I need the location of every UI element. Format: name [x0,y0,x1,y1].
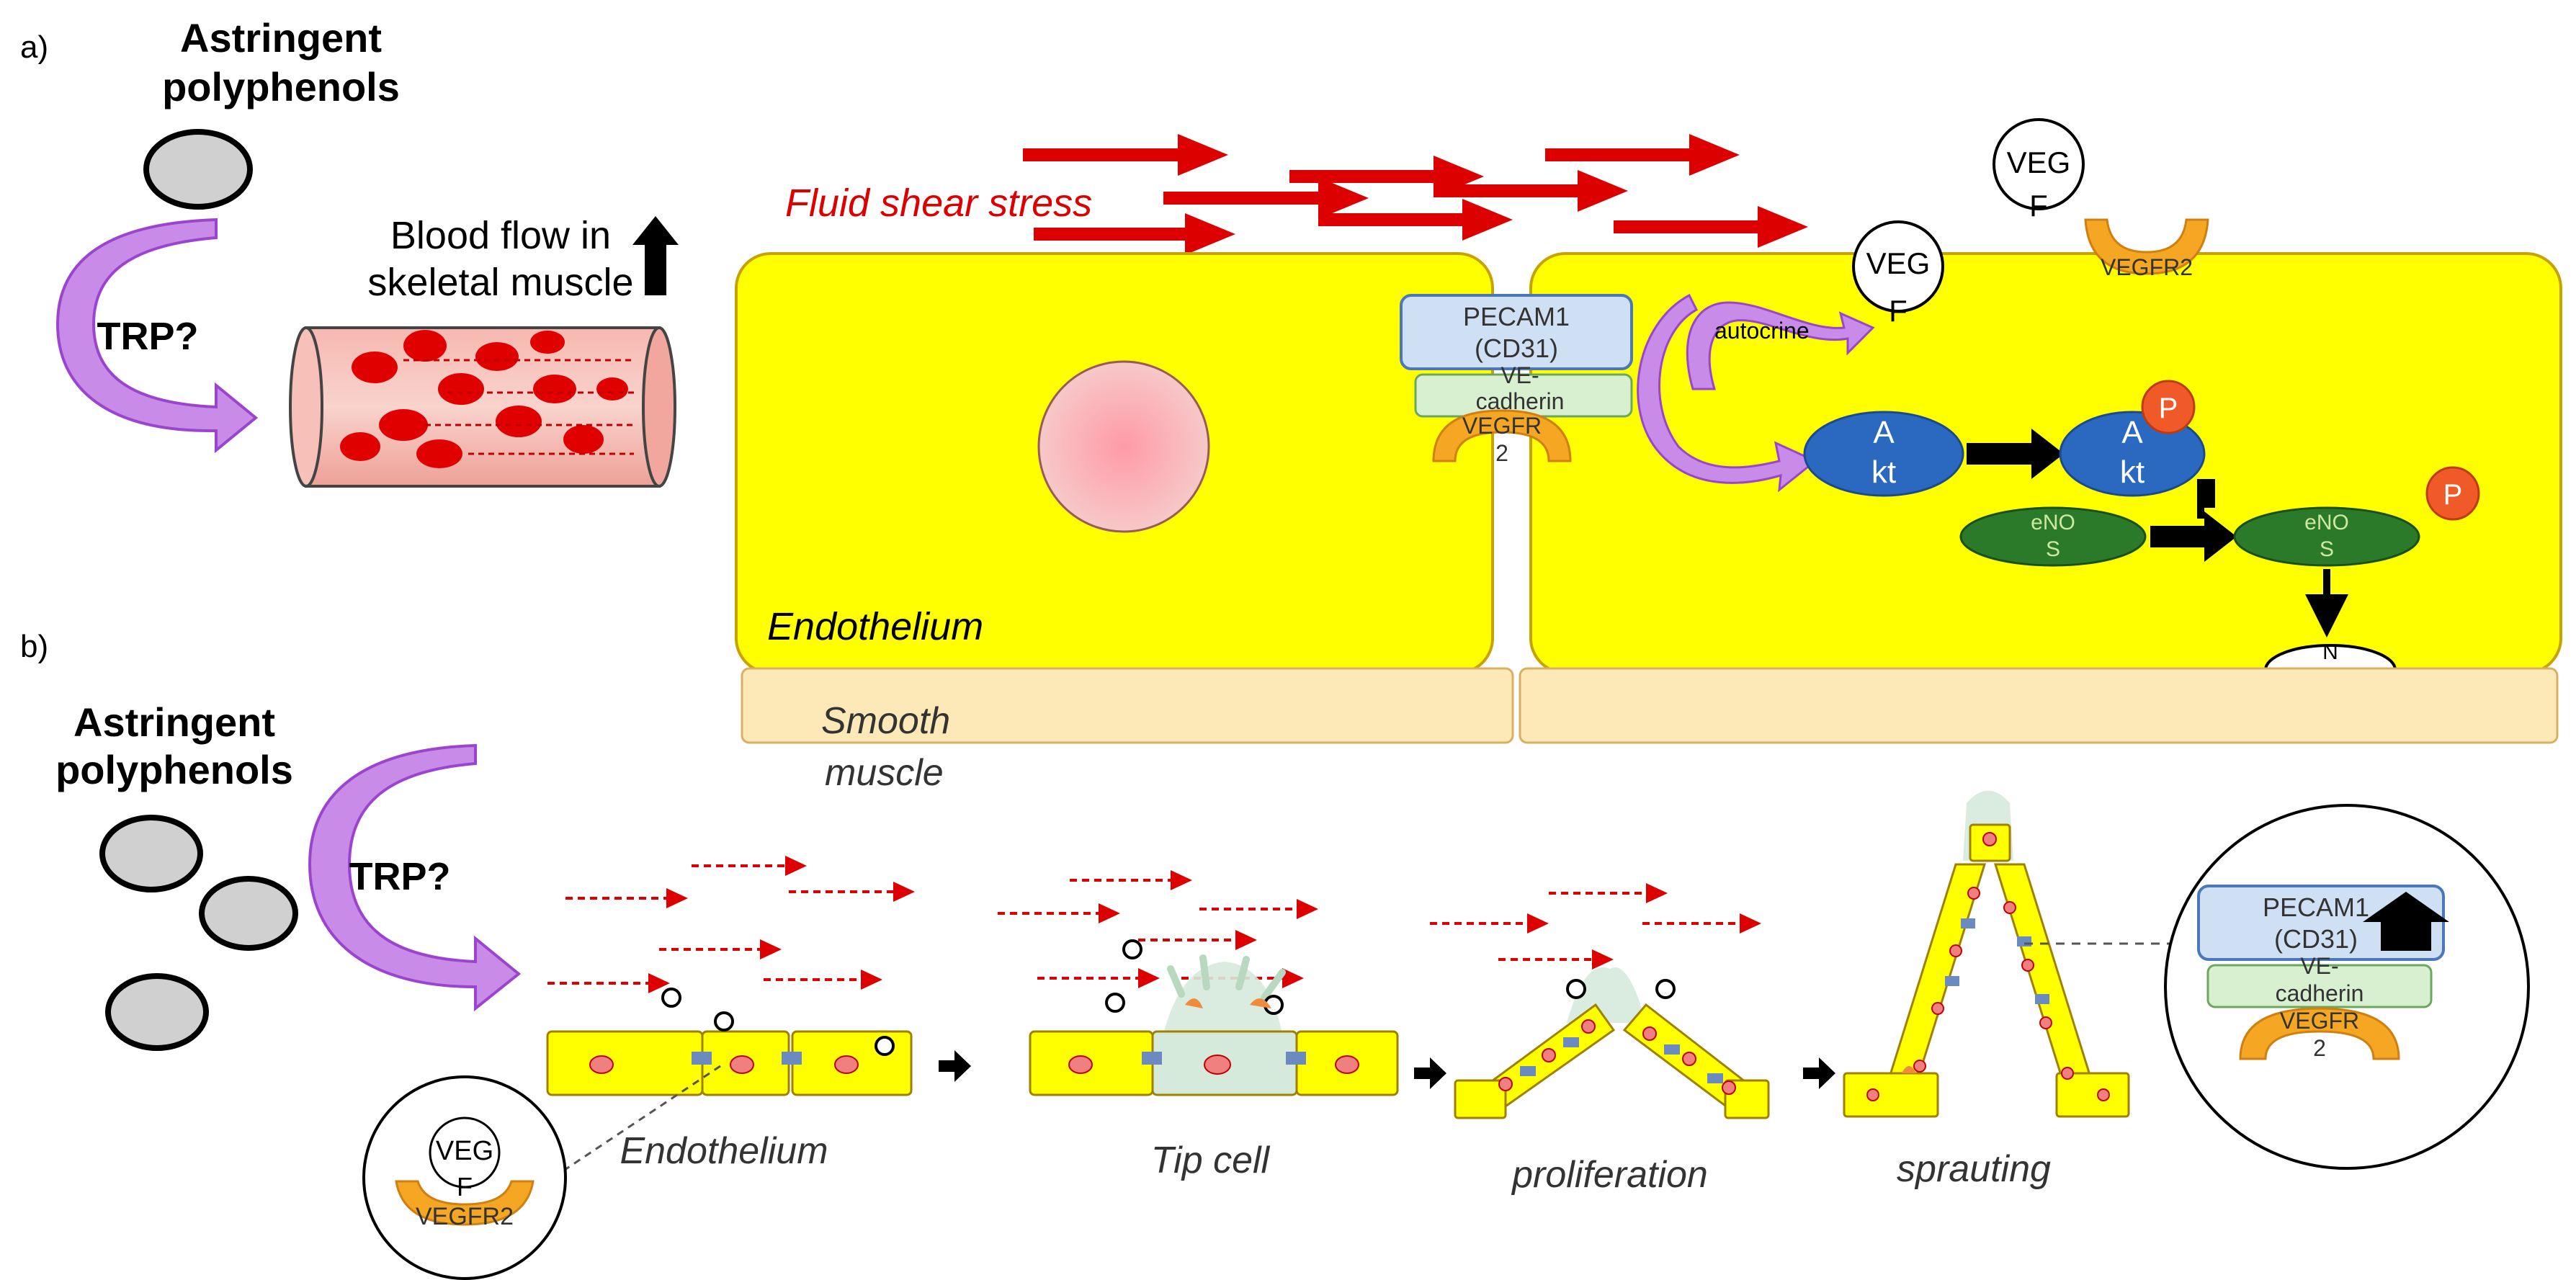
stage-label-proliferation: proliferation [1511,1154,1708,1196]
stage-label-sprouting: sprauting [1897,1148,2051,1190]
vegfr2-junction-line2: 2 [1495,440,1508,466]
vegf-molecule-zoom [429,1116,501,1189]
phospho-enos-label-line1: eNO [2304,511,2349,534]
blood-flow-line2: skeletal muscle [367,261,633,304]
vegfr2-junction-line1: VEGFR [1462,413,1542,439]
vegf-molecule-autocrine [1852,220,1944,313]
stage-label-endothelium: Endothelium [620,1130,828,1172]
blood-vessel [289,326,676,488]
phospho-enos-molecule [2233,506,2420,567]
pecam1-label-line1: PECAM1 [1463,302,1570,331]
vegfr2-receptor-zoom-right [2239,1007,2400,1060]
stage-arrow-icon [1414,1057,1446,1089]
stage-tip-cell [1029,939,1399,1096]
smooth-muscle-line1: Smooth [821,700,950,742]
stage-arrow-icon [1803,1057,1835,1089]
polyphenol-title-b-line2: polyphenols [55,747,293,792]
blood-flow-line1: Blood flow in [390,214,611,257]
panel-a-label: a) [20,30,48,65]
phosphate-akt-label: P [2159,393,2178,424]
panel-b: b) Astringent polyphenols TRP? [20,629,2530,1280]
fluid-shear-stress-label: Fluid shear stress [785,182,1092,225]
vegf-molecule [1993,118,2085,210]
trp-curved-arrow [308,743,522,1012]
endothelium-label-a: Endothelium [767,605,983,648]
panel-b-label: b) [20,629,48,664]
trp-curved-arrow [55,218,259,454]
enos-molecule [1959,506,2147,567]
polyphenol-title-b-line1: Astringent [73,699,275,745]
phospho-akt-label-line2: kt [2120,455,2145,490]
vegf-label-line2: F [2029,189,2048,223]
akt-phosphorylation-arrow-icon [1967,429,2064,479]
akt-molecule [1803,411,1964,497]
vegf-label-line1: VEG [2007,146,2071,179]
flow-arrows-stage3 [1430,883,1761,970]
polyphenol-title-a-line2: polyphenols [162,64,400,109]
vegf-zoom-line2: F [457,1172,473,1201]
vegfr2-receptor-zoom [395,1180,535,1226]
polyphenol-particle [99,815,203,892]
phospho-akt-label-line1: A [2121,415,2143,450]
phospho-enos-label-line2: S [2320,537,2334,561]
pecam1-label-line2: (CD31) [1475,334,1558,363]
vegfr2-receptor-junction [1432,409,1572,462]
stage-arrow-icon [939,1050,971,1082]
ve-cadherin-zoom-line1: VE- [2300,953,2338,979]
polyphenol-particle [143,129,253,210]
zoom-connector-left [558,1065,721,1176]
pecam-increase-arrow-icon [2363,892,2449,951]
phosphate-enos [2425,466,2480,521]
vegfr2-receptor-top [2084,218,2209,275]
akt-label-line2: kt [1871,455,1896,490]
phosphate-akt [2141,380,2196,434]
vegfr2-zoom-label: VEGFR2 [416,1203,514,1230]
ve-cadherin-label-line2: cadherin [1476,388,1565,414]
flow-arrows-stage2 [998,870,1318,988]
vegf-autocrine-line2: F [1889,294,1908,328]
pecam1-box [1400,294,1633,370]
panel-a: a) Astringent polyphenols TRP? [20,15,2562,794]
no-label-line1: N [2322,640,2338,664]
vegfr2-top-label: VEGFR2 [2101,254,2193,280]
pecam1-zoom-line1: PECAM1 [2263,892,2369,922]
stage-label-tip-cell: Tip cell [1151,1140,1271,1181]
pecam1-zoom-line2: (CD31) [2274,924,2358,954]
trp-label-b: TRP? [349,855,451,898]
vegf-zoom-line1: VEG [436,1136,493,1166]
smooth-muscle-right [1519,667,2559,744]
akt-activation-arrow-icon [1637,293,1817,493]
trp-label-a: TRP? [97,315,199,358]
enos-activation-arrow-icon [2150,479,2237,562]
polyphenol-particle [105,973,209,1051]
ve-cadherin-zoom-line2: cadherin [2276,980,2364,1006]
nucleus [1037,360,1210,533]
autocrine-arrow-icon [1686,301,1875,390]
ve-cadherin-box-zoom [2206,964,2433,1008]
shear-stress-arrows [1023,134,1808,255]
smooth-muscle-left [741,667,1514,744]
vegfr2-zoom-right-line1: VEGFR [2280,1008,2359,1034]
phosphate-enos-label: P [2443,479,2463,511]
increase-arrow-icon [632,216,679,295]
stage-proliferation [1454,967,1770,1119]
flow-arrows-stage1 [547,856,915,993]
autocrine-label: autocrine [1714,318,1810,344]
polyphenol-title-a-line1: Astringent [180,15,382,61]
ve-cadherin-label-line1: VE- [1501,362,1539,388]
enos-label-line2: S [2046,537,2060,561]
stage-endothelium [546,988,913,1096]
vegfr2-zoom-right-line2: 2 [2313,1035,2326,1061]
akt-label-line1: A [1873,415,1895,450]
smooth-muscle-line2: muscle [825,752,944,794]
polyphenol-particle [199,876,298,951]
enos-label-line1: eNO [2031,511,2075,534]
vegf-autocrine-line1: VEG [1866,246,1931,280]
stage-sprouting [1843,790,2130,1118]
